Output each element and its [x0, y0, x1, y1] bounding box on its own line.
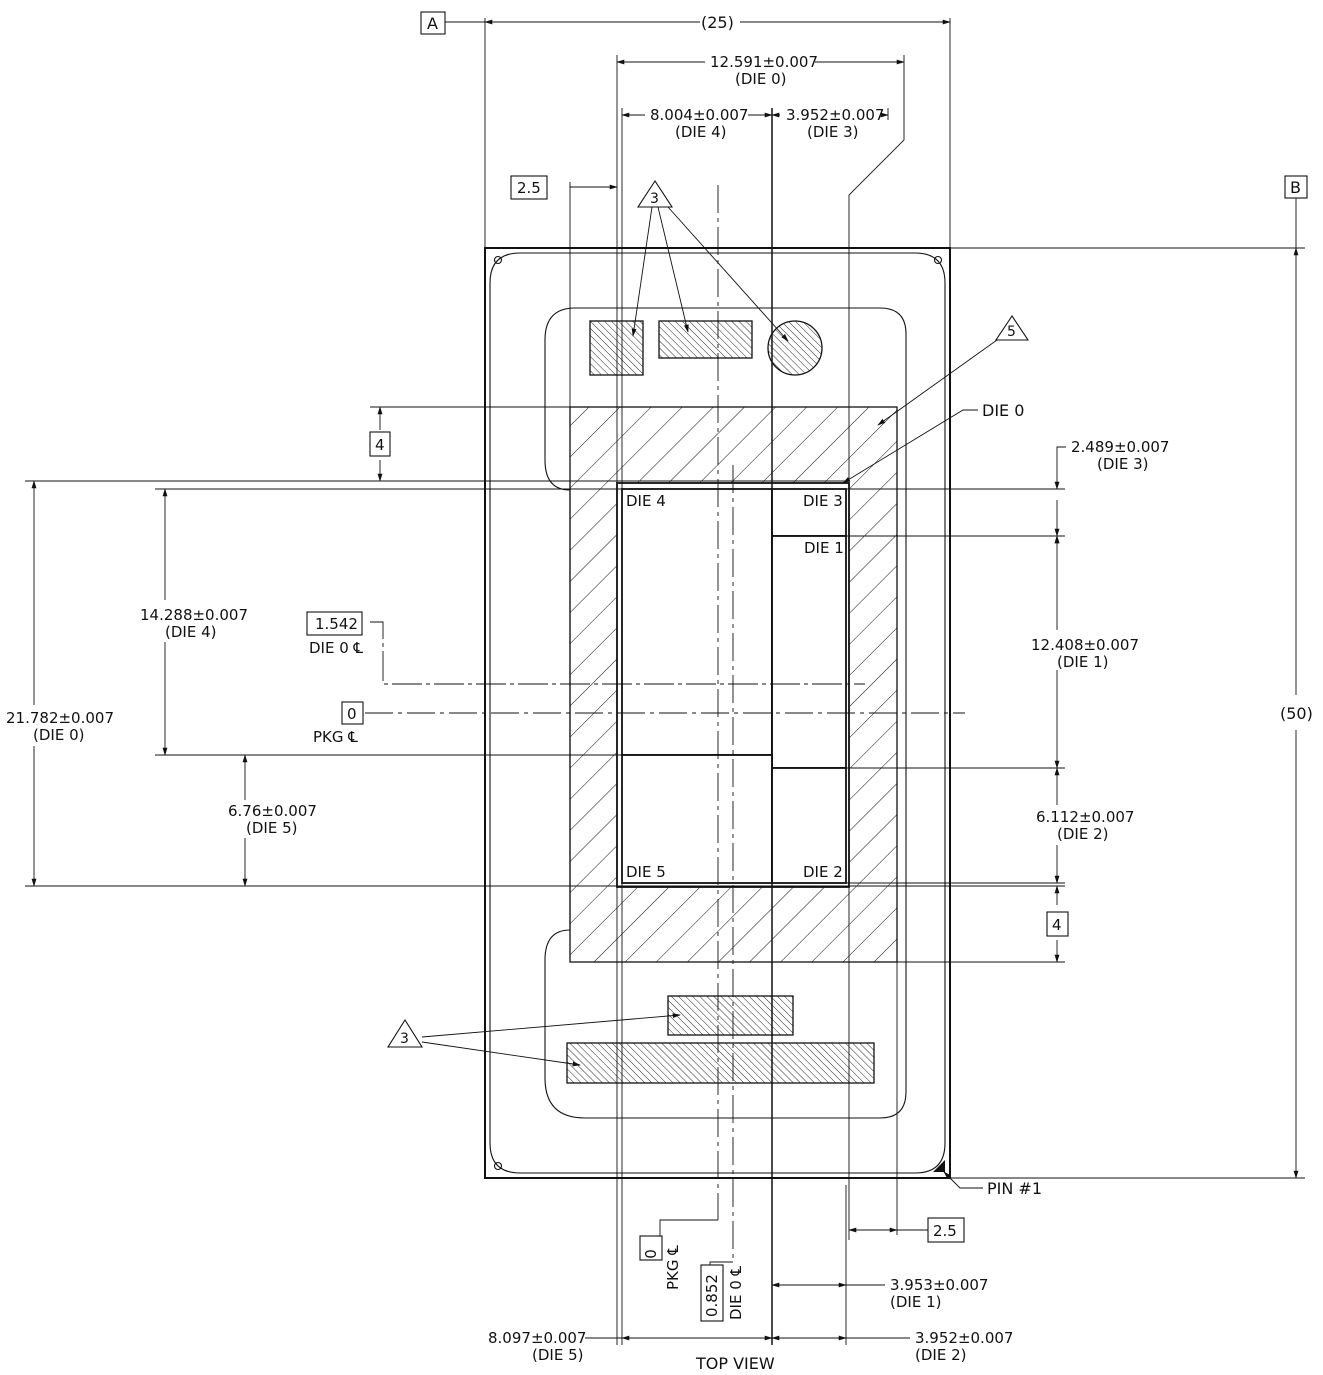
die5-label: DIE 5	[626, 863, 666, 881]
left-dimensions: 4 14.288±0.007 (DIE 4) 21.782±0.007 (DIE…	[6, 406, 391, 887]
keepout-bottom-dim: 4	[1052, 916, 1062, 934]
die2-x-dim-sub: (DIE 2)	[915, 1346, 966, 1364]
die0-center-bottom-box	[700, 1264, 724, 1322]
note3-top-triangle	[636, 179, 674, 208]
vertical-reference-lines	[484, 18, 951, 1345]
note3-bottom: 3	[400, 1031, 409, 1047]
components	[566, 320, 875, 1084]
keepout-bottom-box	[1046, 911, 1069, 937]
component-bottom-2	[566, 1042, 875, 1084]
die1-outline	[771, 535, 847, 769]
keepout-top-box	[369, 431, 391, 457]
pkg-center-bottom-value: 0	[642, 1249, 660, 1259]
die1-x-dim: 3.953±0.007	[890, 1276, 988, 1294]
note3-top: 3	[650, 191, 659, 207]
view-title: TOP VIEW	[695, 1354, 775, 1373]
die4-outline	[621, 488, 773, 756]
keepout-right-dim: 2.5	[933, 1222, 957, 1240]
die0-x-dim-sub: (DIE 0)	[735, 70, 786, 88]
keepout-right-box	[927, 1217, 965, 1243]
die0-center-label: DIE 0 ℄	[309, 639, 364, 657]
die4-y-dim: 14.288±0.007	[140, 606, 248, 624]
die0-callout: DIE 0	[982, 401, 1024, 420]
die0-x-dim: 12.591±0.007	[710, 53, 818, 71]
die4-x-dim-sub: (DIE 4)	[675, 123, 726, 141]
datum-b: B	[1290, 178, 1301, 197]
die0-center-offset: 1.542	[315, 615, 358, 633]
note5: 5	[1007, 324, 1016, 340]
die4-y-dim-sub: (DIE 4)	[165, 623, 216, 641]
note5-triangle	[994, 315, 1030, 341]
keepout-left-box	[510, 175, 548, 200]
die0-center-bottom-offset: 0.852	[703, 1274, 721, 1317]
right-dimensions: B (50) 2.489±0.007 (DIE 3) 12.408±0.007 …	[1031, 175, 1313, 1179]
die1-y-dim-sub: (DIE 1)	[1057, 653, 1108, 671]
die0-leaders: 5 DIE 0	[842, 315, 1030, 484]
die1-y-dim: 12.408±0.007	[1031, 636, 1139, 654]
die0-center-bottom-label: DIE 0 ℄	[727, 1265, 745, 1320]
pkg-center-bottom-label: PKG ℄	[664, 1245, 682, 1290]
pkg-center-value: 0	[347, 705, 357, 723]
die1-x-dim-sub: (DIE 1)	[890, 1293, 941, 1311]
die5-x-dim: 8.097±0.007	[488, 1329, 586, 1347]
component-top-3	[767, 320, 823, 376]
pin1-marker	[933, 1160, 945, 1172]
pin1-label: PIN #1	[987, 1179, 1042, 1198]
pkg-center-value-box	[341, 701, 364, 725]
die0-center-offset-box	[306, 611, 363, 636]
component-top-2	[658, 320, 753, 359]
datum-a: A	[427, 14, 438, 33]
die2-y-dim-sub: (DIE 2)	[1057, 825, 1108, 843]
die3-x-dim-sub: (DIE 3)	[807, 123, 858, 141]
keepout-outline	[544, 307, 907, 1119]
die0-y-dim-sub: (DIE 0)	[33, 726, 84, 744]
die3-y-dim-sub: (DIE 3)	[1097, 455, 1148, 473]
die3-y-dim: 2.489±0.007	[1071, 438, 1169, 456]
keepout-left-dim: 2.5	[517, 179, 541, 197]
datum-a-box	[420, 11, 446, 35]
die3-label: DIE 3	[803, 492, 843, 510]
top-dimensions: A (25) 12.591±0.007 (DIE 0) 8.004±0.007 …	[420, 11, 951, 342]
keepout-top-dim: 4	[375, 436, 385, 454]
component-bottom-1	[667, 995, 794, 1036]
pkg-center-label: PKG ℄	[313, 728, 358, 746]
die4-x-dim: 8.004±0.007	[650, 106, 748, 124]
die5-x-dim-sub: (DIE 5)	[532, 1346, 583, 1364]
overall-width-dim: (25)	[701, 13, 734, 32]
dies	[621, 488, 847, 884]
die5-y-dim-sub: (DIE 5)	[246, 819, 297, 837]
die4-label: DIE 4	[626, 492, 666, 510]
die3-x-dim: 3.952±0.007	[786, 106, 884, 124]
overall-height-dim: (50)	[1280, 704, 1313, 723]
die5-y-dim: 6.76±0.007	[228, 802, 317, 820]
die2-y-dim: 6.112±0.007	[1036, 808, 1134, 826]
die0-y-dim: 21.782±0.007	[6, 709, 114, 727]
bottom-dimensions: 3 PIN #1 2.5 3.953±0.007 (DIE 1) 3.952±0…	[387, 1013, 1042, 1373]
pkg-center-bottom-box	[639, 1235, 663, 1261]
die2-x-dim: 3.952±0.007	[915, 1329, 1013, 1347]
die2-label: DIE 2	[803, 863, 843, 881]
component-top-1	[589, 320, 644, 376]
note3-bottom-triangle	[387, 1018, 423, 1048]
die1-label: DIE 1	[804, 539, 844, 557]
horizontal-reference-lines	[25, 247, 1305, 1179]
